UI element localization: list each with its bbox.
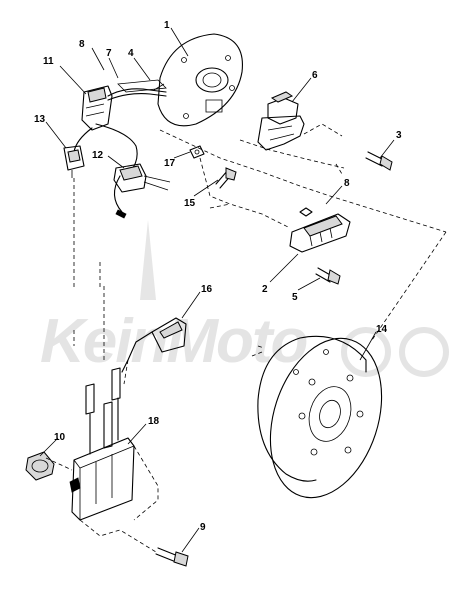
callout-1: 1 <box>164 20 170 31</box>
bolt-15 <box>215 167 237 189</box>
callout-9: 9 <box>200 522 206 533</box>
cdi-box <box>113 163 171 193</box>
callout-8-lower: 8 <box>344 178 350 189</box>
rubber-cap <box>25 451 55 481</box>
callout-3: 3 <box>396 130 402 141</box>
callout-labels: 1 2 3 4 5 6 7 8 8 9 10 11 12 13 14 15 16… <box>34 20 402 533</box>
callout-17: 17 <box>164 158 176 169</box>
watermark-wheel-front <box>399 327 449 377</box>
flywheel <box>257 335 383 499</box>
callout-2: 2 <box>262 284 268 295</box>
callout-7: 7 <box>106 48 112 59</box>
callout-14: 14 <box>376 324 388 335</box>
pulser-coil <box>289 207 351 253</box>
connector <box>63 145 85 178</box>
assembly-lines <box>45 123 447 553</box>
ignition-coil <box>69 367 135 521</box>
watermark-logo: KeinMoto <box>40 220 449 377</box>
pulser-bracket <box>257 91 305 151</box>
wiring-harness <box>73 79 167 219</box>
regulator <box>81 85 113 131</box>
plug-cap <box>121 317 187 373</box>
watermark-spire <box>140 220 156 300</box>
watermark-wheel-rear <box>341 327 391 377</box>
leader-lines <box>39 27 395 553</box>
callout-11: 11 <box>43 56 54 67</box>
callout-13: 13 <box>34 114 46 125</box>
bolt-5 <box>315 267 341 285</box>
callout-10: 10 <box>54 432 66 443</box>
callout-12: 12 <box>92 150 104 161</box>
callout-18: 18 <box>148 416 160 427</box>
callout-4: 4 <box>128 48 134 59</box>
callout-15: 15 <box>184 198 196 209</box>
bolt-9 <box>155 547 189 567</box>
callout-8-upper: 8 <box>79 39 85 50</box>
callout-6: 6 <box>312 70 318 81</box>
callout-16: 16 <box>201 284 213 295</box>
stator-plate <box>153 33 243 127</box>
callout-5: 5 <box>292 292 298 303</box>
screw-3 <box>365 151 393 171</box>
bolt-17 <box>189 145 205 159</box>
